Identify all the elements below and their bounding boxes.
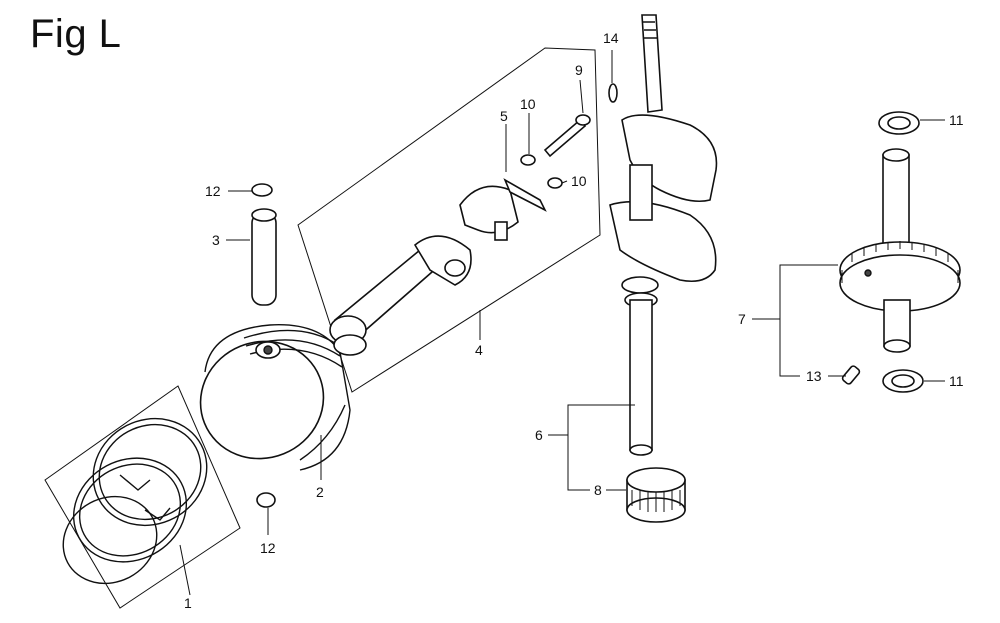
washer-top xyxy=(878,111,920,135)
camshaft xyxy=(839,148,961,353)
callout-1: 1 xyxy=(184,595,192,611)
connecting-rod-group-box xyxy=(297,47,601,393)
callout-10-lower: 10 xyxy=(571,173,587,189)
callout-6: 6 xyxy=(535,427,543,443)
callout-4: 4 xyxy=(475,342,483,358)
callout-8: 8 xyxy=(594,482,602,498)
crankshaft xyxy=(609,14,718,456)
callout-7: 7 xyxy=(738,311,746,327)
lock-washer-upper xyxy=(520,154,536,166)
connecting-rod xyxy=(329,235,472,356)
lock-washer-lower xyxy=(547,177,563,189)
leader-lines xyxy=(179,50,945,596)
rod-bolt xyxy=(543,114,591,158)
rod-cap xyxy=(459,185,519,241)
circlip-top xyxy=(251,183,273,197)
circlip-bottom xyxy=(256,492,276,508)
piston xyxy=(199,324,351,471)
callout-3: 3 xyxy=(212,232,220,248)
callout-10-upper: 10 xyxy=(520,96,536,112)
callout-11-lower: 11 xyxy=(949,373,964,389)
callout-9: 9 xyxy=(575,62,583,78)
woodruff-key xyxy=(608,83,618,103)
cam-pin xyxy=(841,365,861,385)
piston-pin xyxy=(251,208,277,306)
washer-bottom xyxy=(882,369,924,393)
callout-12-upper: 12 xyxy=(205,183,221,199)
callout-12-lower: 12 xyxy=(260,540,276,556)
callout-13: 13 xyxy=(806,368,822,384)
oil-dipper xyxy=(503,178,547,212)
crank-gear xyxy=(626,467,686,523)
callout-2: 2 xyxy=(316,484,324,500)
piston-rings xyxy=(44,385,241,609)
callout-14: 14 xyxy=(603,30,619,46)
figure-title: Fig L xyxy=(30,12,122,56)
callout-11-upper: 11 xyxy=(949,112,964,128)
callout-5: 5 xyxy=(500,108,508,124)
